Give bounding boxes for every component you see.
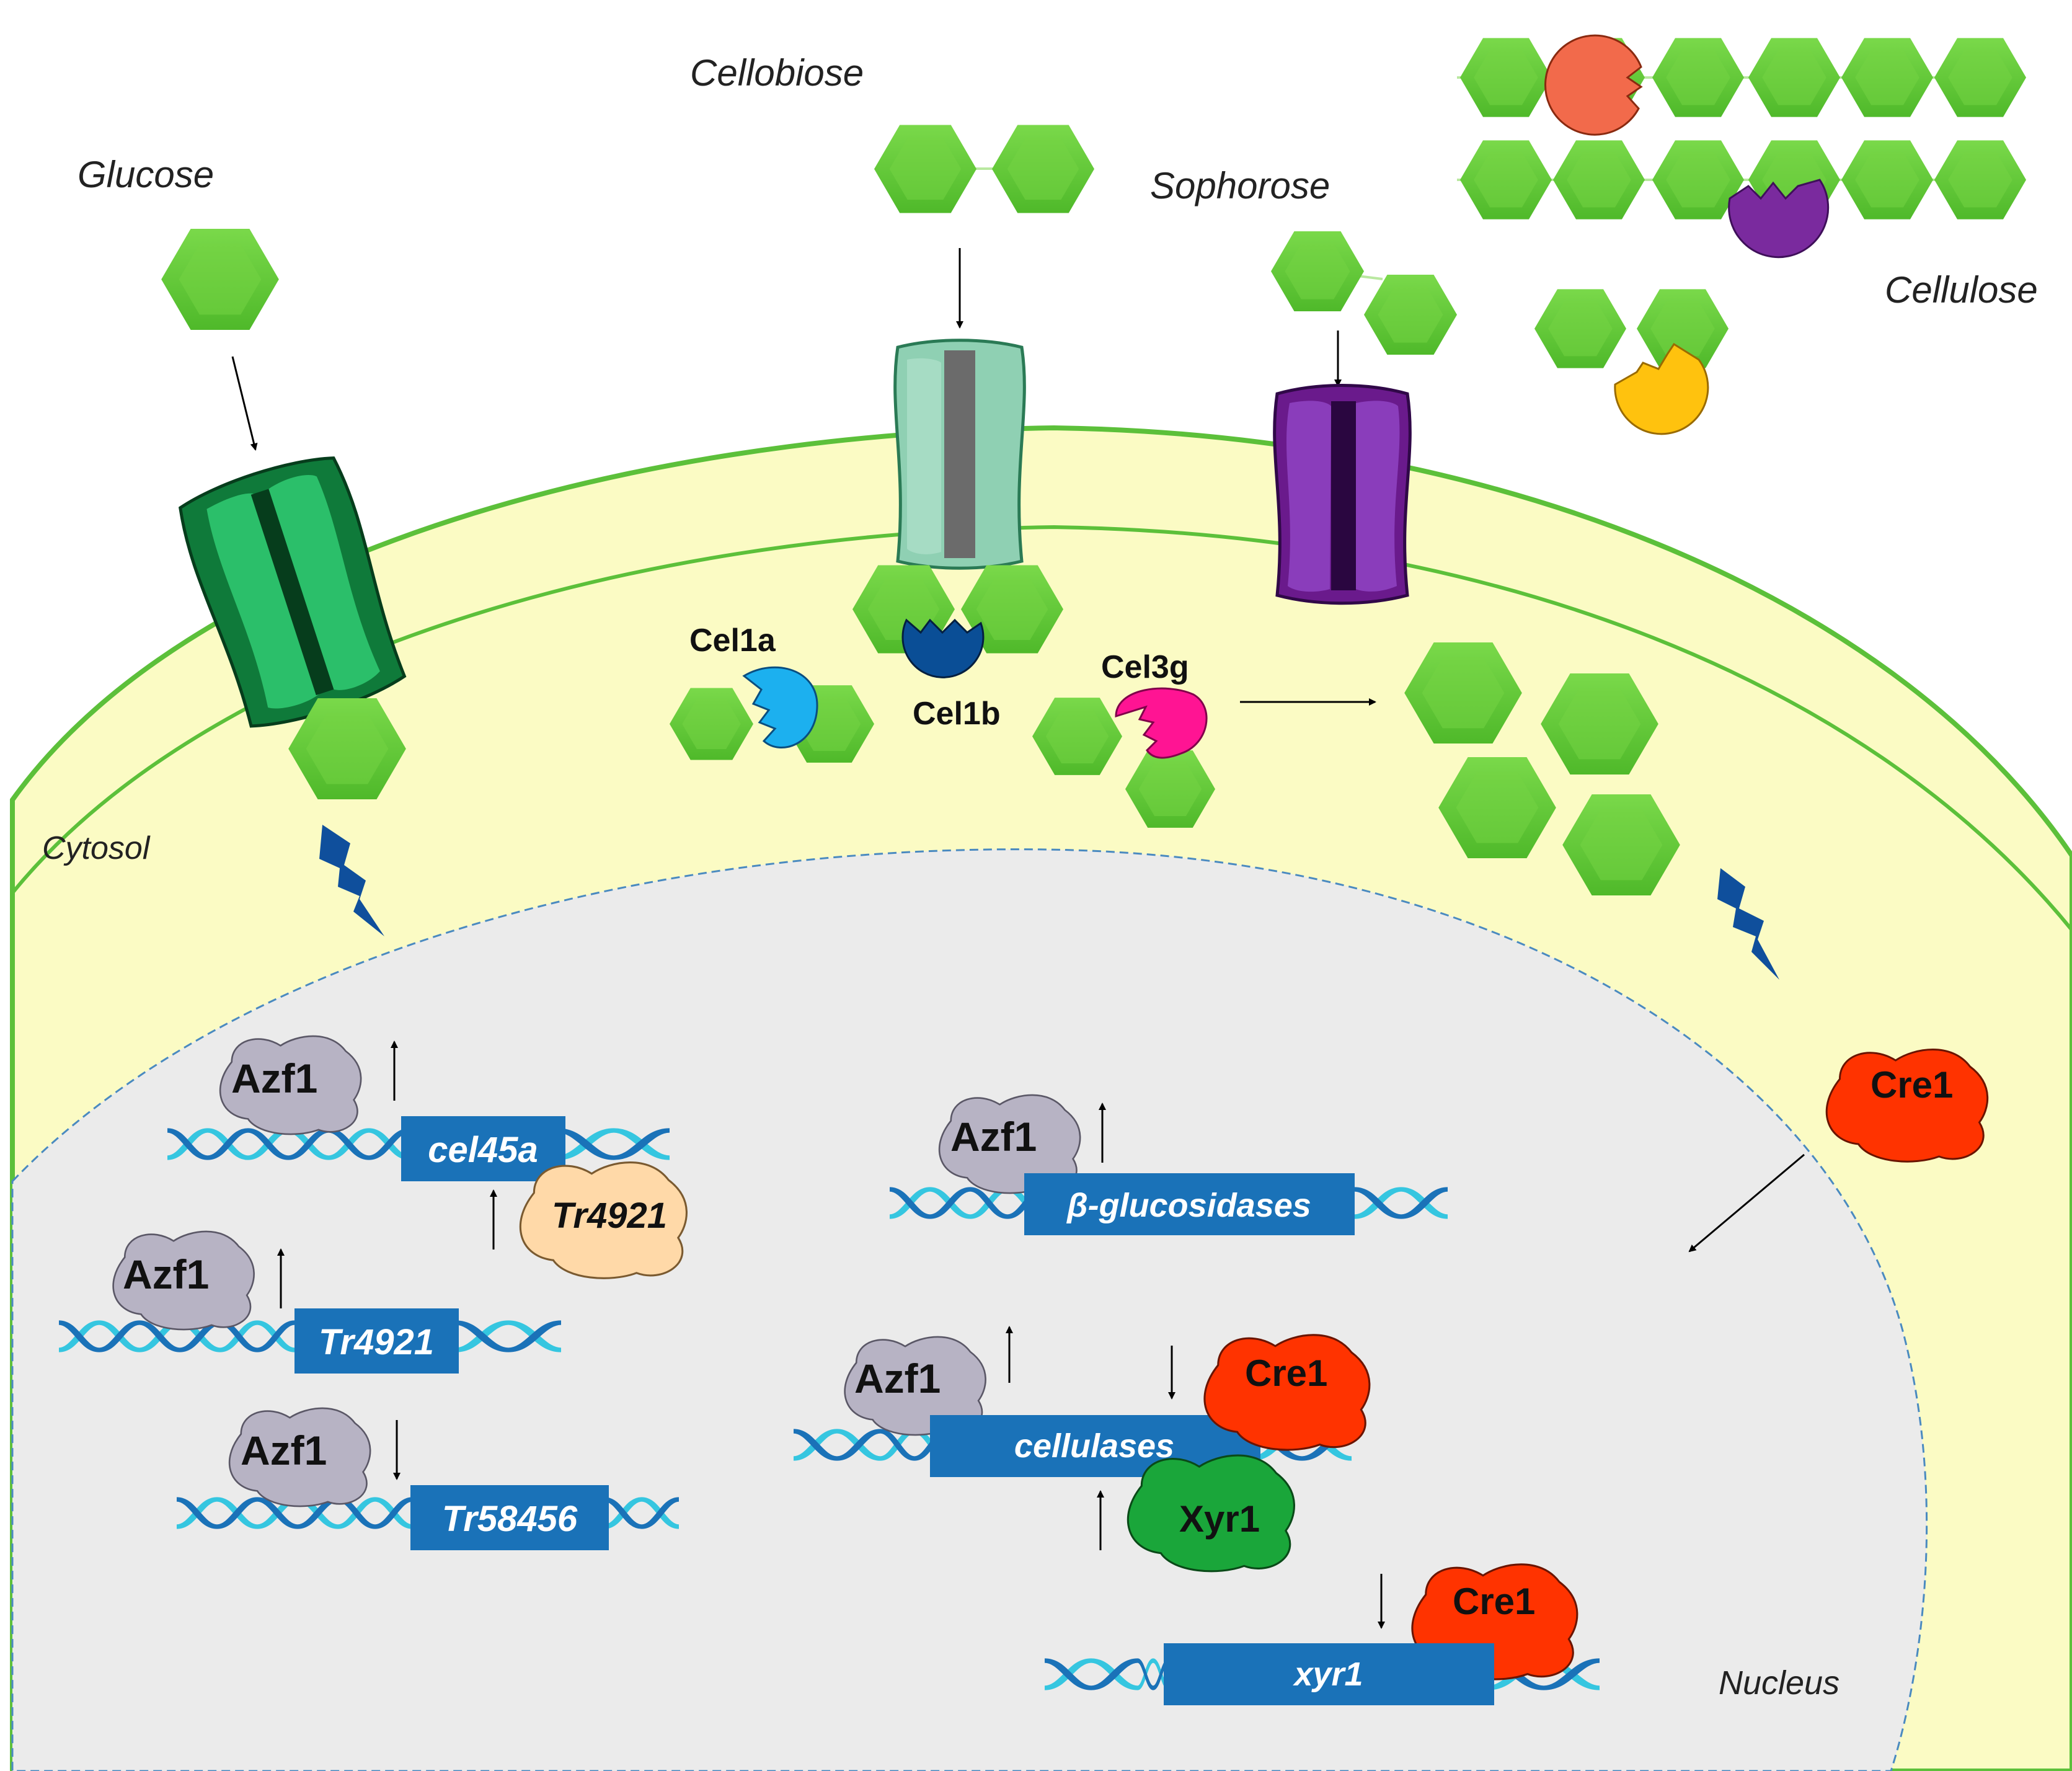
- cellulose-signal-lightning: [1717, 868, 1779, 980]
- cellulases-gene-label: cellulases: [1014, 1427, 1174, 1465]
- beta-glucosidases-locus: Azf1 β-glucosidases: [890, 1094, 1448, 1235]
- cre1-cytosol: Cre1: [1825, 1048, 1989, 1163]
- glucose-label: Glucose: [77, 154, 214, 195]
- cellulose-dimer: [1534, 289, 1729, 368]
- glucose-uptake-arrow: [231, 356, 258, 451]
- cel3g-enzyme: [1115, 687, 1208, 759]
- xyr1-protein-label: Xyr1: [1179, 1498, 1260, 1540]
- beta-glucosidases-gene-label: β-glucosidases: [1066, 1187, 1311, 1224]
- azf1-bglu-label: Azf1: [950, 1114, 1037, 1160]
- cel1a-enzyme: [742, 666, 818, 748]
- azf1-tr58456-label: Azf1: [241, 1427, 327, 1473]
- cellulose-row-2: [1457, 140, 2026, 220]
- azf1-cel45a-label: Azf1: [231, 1055, 317, 1101]
- glucose-transporter: [179, 456, 407, 728]
- tr58456-gene-label: Tr58456: [442, 1499, 578, 1539]
- cel3g-label: Cel3g: [1101, 649, 1189, 685]
- cellulases-locus: Azf1 cellulases Cre1 Xyr1: [794, 1326, 1371, 1573]
- xyr1-locus: Cre1 xyr1: [1045, 1563, 1600, 1705]
- cellobiose-transporter: [893, 339, 1026, 570]
- cre1-cellulases-label: Cre1: [1245, 1352, 1327, 1394]
- glucose-hexagon: [161, 228, 279, 331]
- cel1b-enzyme: [901, 618, 985, 678]
- tr4921-protein-label: Tr4921: [552, 1196, 667, 1236]
- tr58456-gene: [410, 1485, 609, 1550]
- xyr1-gene-label: xyr1: [1292, 1656, 1363, 1693]
- cellulose-chain: [1457, 34, 2026, 435]
- azf1-cellulases-label: Azf1: [854, 1356, 941, 1401]
- sophorose-label: Sophorose: [1150, 165, 1330, 206]
- cellobiose-sugar: [874, 125, 1094, 213]
- cre1-cytosol-label: Cre1: [1871, 1064, 1953, 1106]
- nucleus-label: Nucleus: [1719, 1664, 1840, 1702]
- endoglucanase-enzyme: [1544, 34, 1643, 136]
- cel45a-locus: Azf1 cel45a Tr4921: [167, 1035, 688, 1279]
- cel45a-gene: [401, 1116, 565, 1181]
- cel3g-complex: Cel3g: [1032, 649, 1215, 828]
- tr4921-gene-label: Tr4921: [319, 1322, 434, 1362]
- azf1-tr4921-label: Azf1: [123, 1251, 209, 1297]
- cellulose-row-1: [1457, 38, 2026, 117]
- cre1-import-arrow: [1688, 1153, 1805, 1253]
- cel1a-complex: Cel1a: [670, 623, 874, 763]
- beta-glucosidase-enzyme: [1614, 342, 1709, 435]
- cellulose-label: Cellulose: [1885, 269, 2038, 311]
- tr4921-locus: Azf1 Tr4921: [59, 1230, 561, 1374]
- cel1b-label: Cel1b: [913, 696, 1001, 732]
- sophorose-sugar: [1271, 231, 1457, 355]
- cellobiose-intracellular: Cel1b: [852, 565, 1063, 732]
- cellobiohydrolase-enzyme: [1728, 179, 1830, 259]
- glucose-signal-lightning: [319, 825, 384, 936]
- cel1a-label: Cel1a: [689, 623, 776, 659]
- cytosol-label: Cytosol: [42, 830, 151, 866]
- beta-glucosidases-gene: [1024, 1173, 1355, 1235]
- cellobiose-label: Cellobiose: [690, 52, 864, 94]
- cre1-xyr1-label: Cre1: [1453, 1581, 1535, 1622]
- cel45a-gene-label: cel45a: [428, 1130, 538, 1170]
- sophorose-transporter: [1273, 384, 1412, 605]
- xyr1-gene: [1164, 1643, 1494, 1705]
- tr58456-locus: Azf1 Tr58456: [177, 1407, 679, 1550]
- tr4921-gene: [294, 1308, 459, 1374]
